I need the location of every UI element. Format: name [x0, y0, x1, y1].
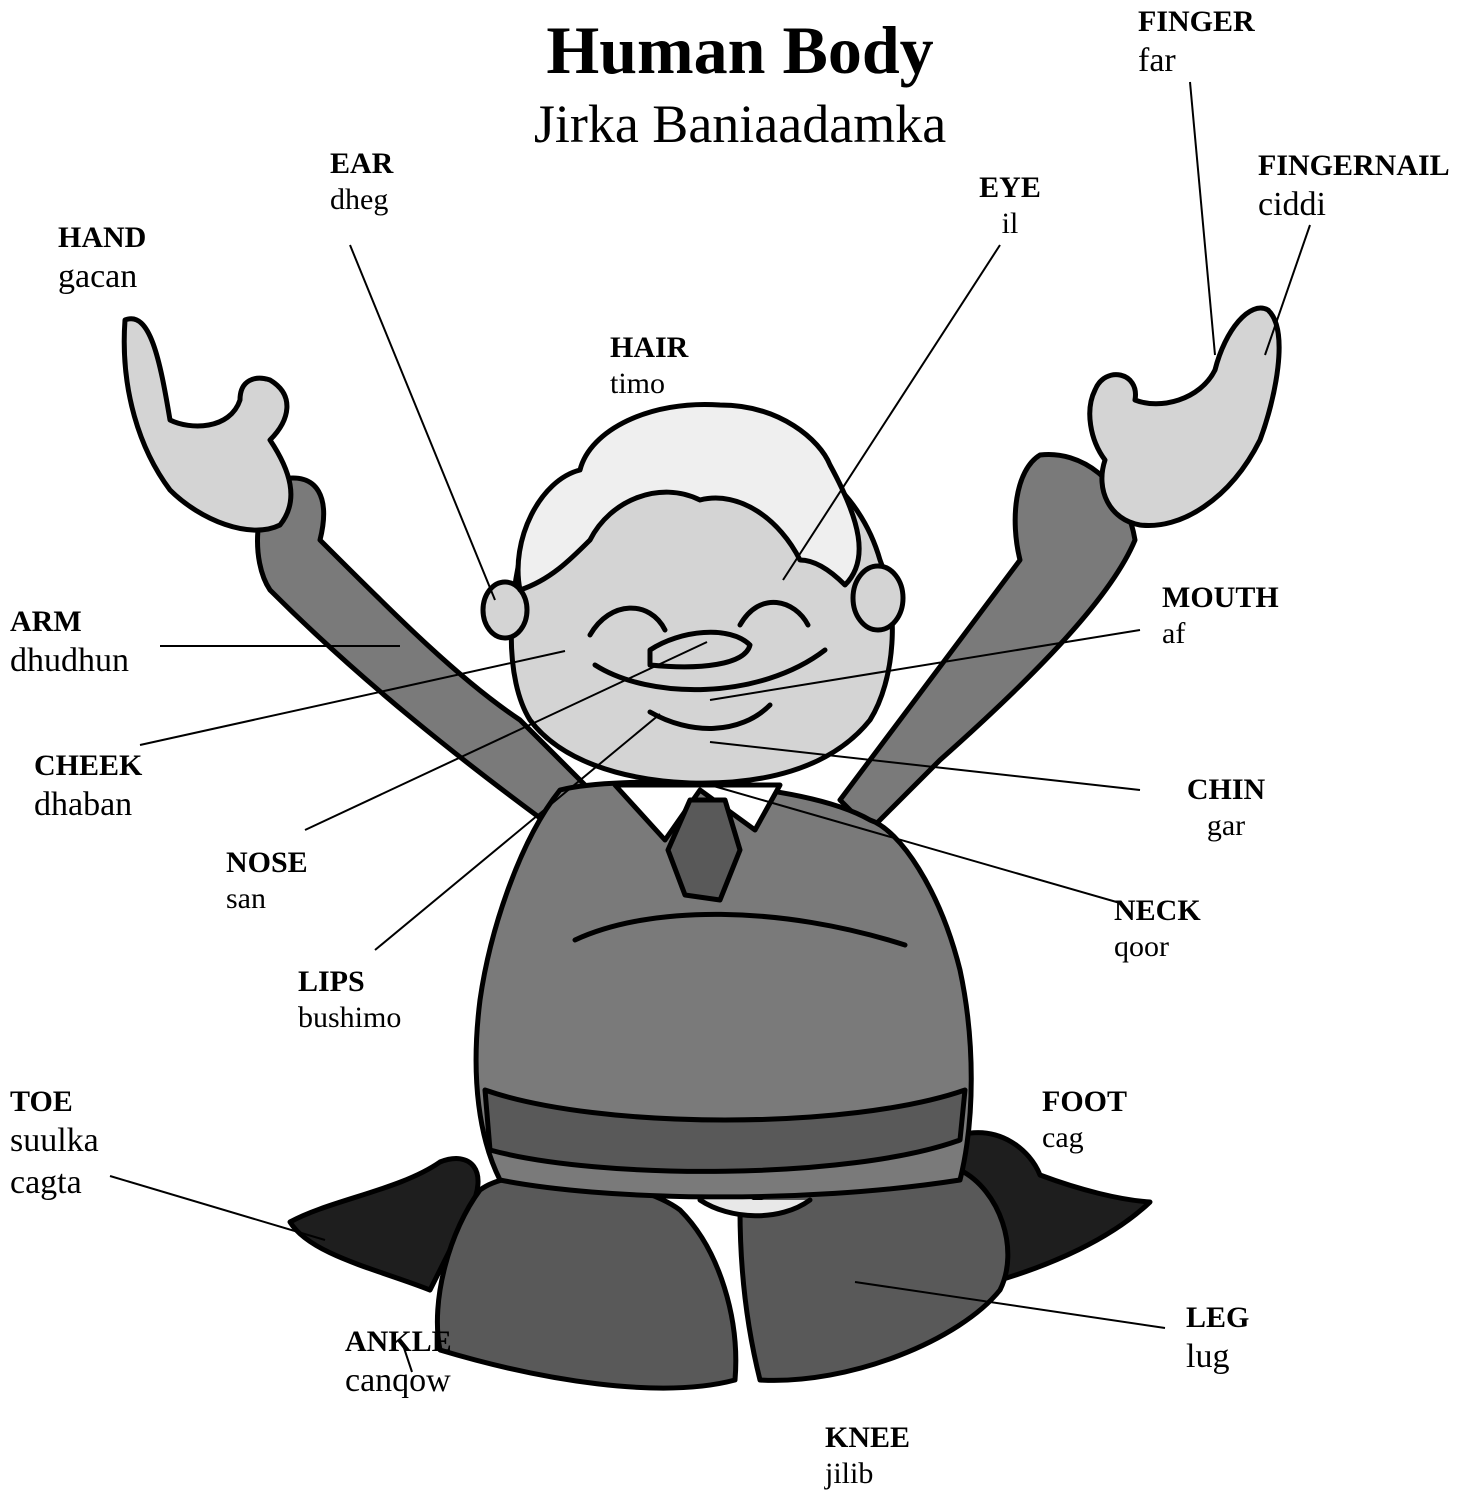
label-hair: HAIR timo	[610, 330, 688, 402]
label-fingernail: FINGERNAIL ciddi	[1258, 148, 1450, 226]
label-neck-en: NECK	[1114, 893, 1201, 929]
left-hand	[124, 319, 291, 530]
label-chin-so: gar	[1180, 808, 1272, 844]
label-finger-en: FINGER	[1138, 4, 1255, 40]
label-eye-en: EYE	[975, 170, 1045, 206]
label-toe-en: TOE	[10, 1084, 120, 1120]
label-nose-en: NOSE	[226, 845, 308, 881]
label-knee-en: KNEE	[825, 1420, 910, 1456]
label-fingernail-en: FINGERNAIL	[1258, 148, 1450, 184]
label-hand-en: HAND	[58, 220, 146, 256]
leader-toe	[110, 1176, 325, 1240]
label-mouth-en: MOUTH	[1162, 580, 1279, 616]
label-ankle: ANKLE canqow	[345, 1324, 452, 1402]
label-fingernail-so: ciddi	[1258, 184, 1450, 226]
label-ankle-en: ANKLE	[345, 1324, 452, 1360]
label-toe-so: suulka cagta	[10, 1120, 120, 1204]
label-neck: NECK qoor	[1114, 893, 1201, 965]
label-knee-so: jilib	[825, 1456, 910, 1492]
right-ear	[853, 566, 903, 630]
label-hand-so: gacan	[58, 256, 146, 298]
leader-fingernail	[1265, 225, 1310, 355]
label-hair-en: HAIR	[610, 330, 688, 366]
label-ear-en: EAR	[330, 146, 393, 182]
label-toe: TOE suulka cagta	[10, 1084, 120, 1204]
label-leg-so: lug	[1186, 1336, 1249, 1378]
label-knee: KNEE jilib	[825, 1420, 910, 1492]
label-ear-so: dheg	[330, 182, 393, 218]
label-arm-so: dhudhun	[10, 640, 129, 682]
label-chin: CHIN gar	[1180, 772, 1272, 844]
label-foot-en: FOOT	[1042, 1084, 1127, 1120]
label-lips-en: LIPS	[298, 964, 401, 1000]
label-chin-en: CHIN	[1180, 772, 1272, 808]
left-leg	[437, 1175, 735, 1388]
label-cheek-en: CHEEK	[34, 748, 142, 784]
label-leg-en: LEG	[1186, 1300, 1249, 1336]
label-mouth: MOUTH af	[1162, 580, 1279, 652]
label-arm-en: ARM	[10, 604, 129, 640]
label-mouth-so: af	[1162, 616, 1279, 652]
label-lips: LIPS bushimo	[298, 964, 401, 1036]
label-ankle-so: canqow	[345, 1360, 452, 1402]
label-arm: ARM dhudhun	[10, 604, 129, 682]
leader-ear	[350, 245, 495, 600]
label-foot: FOOT cag	[1042, 1084, 1127, 1156]
label-lips-so: bushimo	[298, 1000, 401, 1036]
label-leg: LEG lug	[1186, 1300, 1249, 1378]
label-nose-so: san	[226, 881, 308, 917]
label-nose: NOSE san	[226, 845, 308, 917]
label-finger: FINGER far	[1138, 4, 1255, 82]
leader-eye	[783, 245, 1000, 580]
label-hand: HAND gacan	[58, 220, 146, 298]
label-eye: EYE il	[975, 170, 1045, 242]
label-cheek-so: dhaban	[34, 784, 142, 826]
right-hand	[1090, 308, 1279, 525]
page-subtitle: Jirka Baniaadamka	[0, 92, 1480, 156]
page-title: Human Body	[0, 12, 1480, 88]
label-neck-so: qoor	[1114, 929, 1201, 965]
label-eye-so: il	[975, 206, 1045, 242]
label-ear: EAR dheg	[330, 146, 393, 218]
label-hair-so: timo	[610, 366, 688, 402]
label-finger-so: far	[1138, 40, 1255, 82]
label-foot-so: cag	[1042, 1120, 1127, 1156]
label-cheek: CHEEK dhaban	[34, 748, 142, 826]
